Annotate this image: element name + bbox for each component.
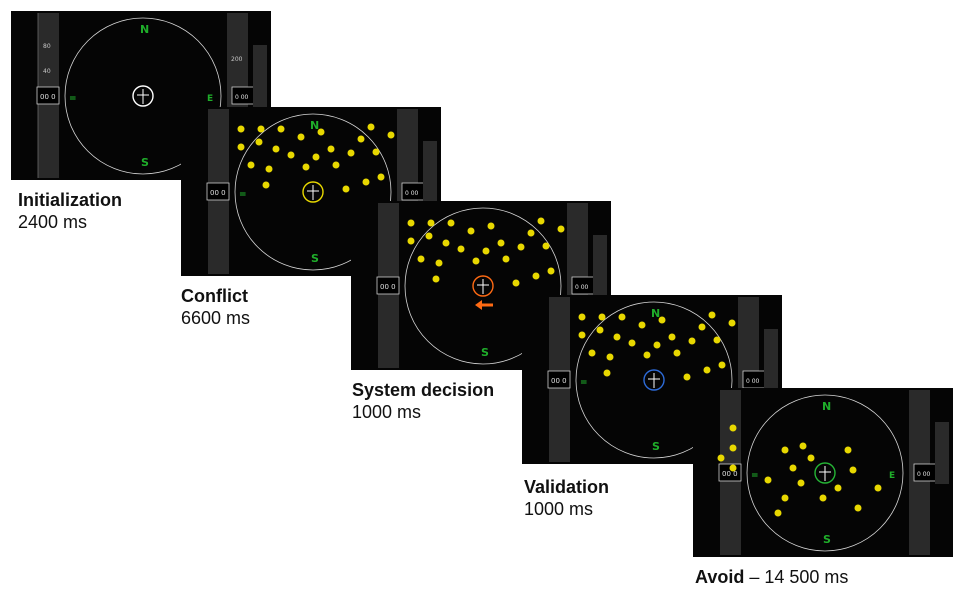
screen-system-decision: 00 0 S 0 00 (351, 201, 611, 370)
svg-text:S: S (311, 252, 319, 265)
svg-text:00 0: 00 0 (40, 93, 56, 101)
phase-duration: 2400 ms (18, 212, 88, 232)
svg-text:0 00: 0 00 (917, 471, 931, 478)
svg-text:80: 80 (43, 43, 51, 50)
svg-text:0 00: 0 00 (575, 284, 589, 291)
phase-name: Validation (524, 477, 610, 497)
screen-avoid: 00 0 N S = E 0 00 (693, 388, 953, 557)
phase-caption-conflict: Conflict 6600 ms (181, 285, 250, 329)
phase-name: Avoid (695, 567, 745, 587)
screen-validation: 00 0 N S = 0 00 (522, 295, 782, 464)
phase-duration: 14 500 ms (764, 567, 849, 587)
svg-text:S: S (481, 346, 489, 359)
svg-text:0 00: 0 00 (235, 94, 249, 101)
phase-duration: 6600 ms (181, 308, 251, 328)
svg-text:00 0: 00 0 (210, 189, 226, 197)
svg-text:N: N (310, 119, 319, 132)
phase-caption-system-decision: System decision 1000 ms (352, 379, 494, 423)
svg-text:E: E (889, 471, 895, 481)
phase-caption-initialization: Initialization 2400 ms (18, 189, 122, 233)
phase-duration: 1000 ms (524, 499, 594, 519)
phase-caption-avoid: Avoid – 14 500 ms (695, 566, 848, 588)
svg-text:N: N (140, 23, 149, 36)
phase-name: System decision (352, 380, 495, 400)
phase-name: Conflict (181, 286, 248, 306)
svg-text:=: = (751, 471, 759, 481)
screen-conflict: 00 0 N S = 0 00 (181, 107, 441, 276)
svg-text:200: 200 (231, 56, 243, 63)
phase-duration: 1000 ms (352, 402, 422, 422)
svg-text:00 0: 00 0 (551, 377, 567, 385)
svg-text:N: N (822, 400, 831, 413)
svg-text:S: S (652, 440, 660, 453)
screen-initialization: 80 40 00 0 N S = E 200 0 00 (11, 11, 271, 180)
phase-separator: – (744, 567, 765, 587)
svg-text:S: S (141, 156, 149, 169)
svg-text:00 0: 00 0 (380, 283, 396, 291)
radar-display: 00 0 N S = E 0 00 (717, 390, 949, 555)
svg-text:00 0: 00 0 (722, 470, 738, 478)
radar-display: 80 40 00 0 N S = E 200 0 00 (36, 13, 267, 178)
svg-text:E: E (207, 94, 213, 104)
svg-text:0 00: 0 00 (405, 190, 419, 197)
svg-text:=: = (580, 378, 588, 388)
svg-text:S: S (823, 533, 831, 546)
svg-text:0 00: 0 00 (746, 378, 760, 385)
svg-text:N: N (651, 307, 660, 320)
svg-text:=: = (69, 94, 77, 104)
svg-text:=: = (239, 190, 247, 200)
phase-name: Initialization (18, 190, 123, 210)
svg-text:40: 40 (43, 68, 51, 75)
phase-caption-validation: Validation 1000 ms (524, 476, 609, 520)
